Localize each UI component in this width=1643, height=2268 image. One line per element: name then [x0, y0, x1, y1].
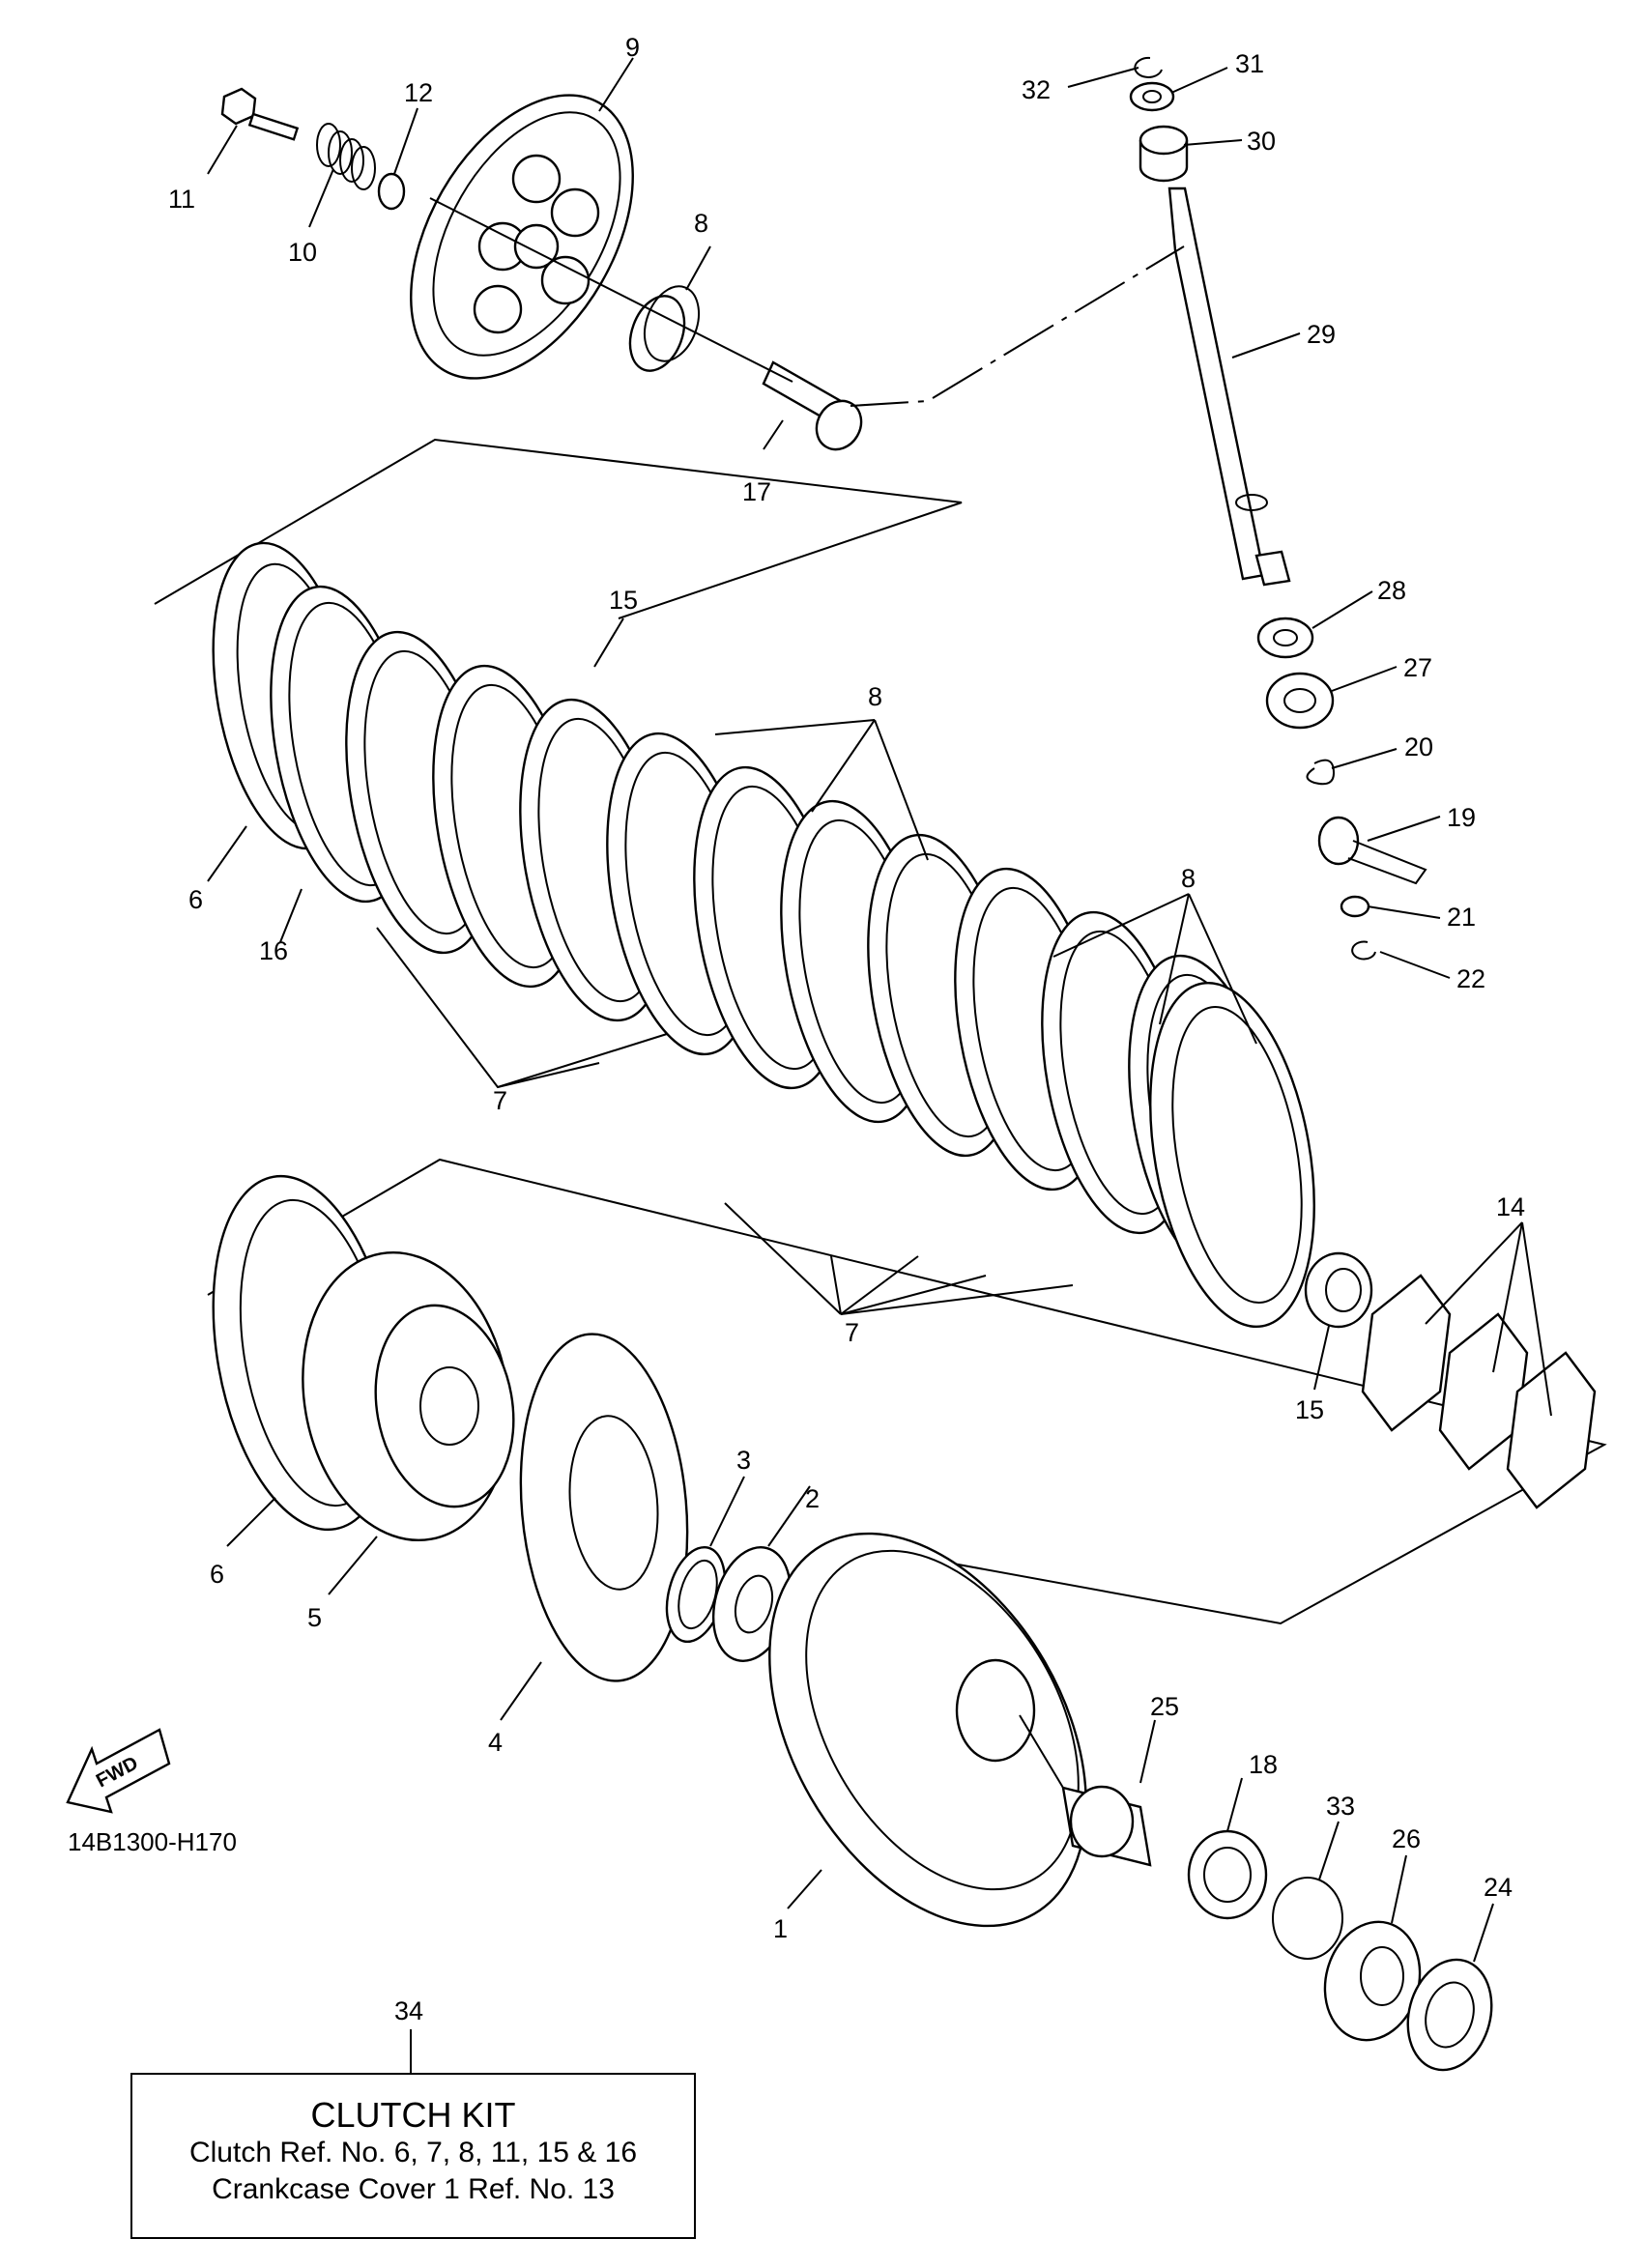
part-22-washer [1340, 895, 1370, 918]
callout-8-right: 8 [1181, 864, 1196, 893]
clutch-kit-box: CLUTCH KIT Clutch Ref. No. 6, 7, 8, 11, … [130, 2073, 696, 2239]
callout-28: 28 [1377, 576, 1406, 605]
part-33-circlip [1272, 1877, 1343, 1960]
callout-22: 21 [1447, 903, 1476, 932]
part-29-shaft [1167, 187, 1291, 587]
part-15-last-plate [1149, 981, 1315, 1329]
callout-31: 31 [1235, 49, 1264, 78]
callout-27: 27 [1403, 653, 1432, 682]
part-12-bolt [220, 87, 300, 141]
callout-12: 11 [168, 185, 195, 214]
part-28-bearing [1256, 617, 1314, 659]
callout-1: 1 [773, 1914, 788, 1943]
callout-17: 15 [1295, 1395, 1324, 1424]
part-32-clip [1134, 56, 1163, 78]
part-24-washer [1406, 1958, 1493, 2072]
part-23-clip [1351, 940, 1376, 961]
callout-19: 17 [742, 477, 771, 506]
part-10-bearing [628, 285, 701, 372]
callout-6-lower: 6 [210, 1560, 224, 1589]
callout-10: 8 [694, 209, 708, 238]
part-9-pressure-plate [410, 94, 634, 380]
part-18-needle-bearing [1187, 1829, 1268, 1920]
callout-33: 33 [1326, 1792, 1355, 1821]
callout-25: 25 [1150, 1692, 1179, 1721]
figure-code: 14B1300-H170 [68, 1827, 237, 1856]
part-19-push-rod [762, 360, 863, 451]
callout-4: 4 [488, 1728, 503, 1757]
part-13-washer [377, 172, 406, 211]
callout-7-lower: 7 [845, 1318, 859, 1347]
callout-20: 19 [1447, 803, 1476, 832]
kit-line-1: Clutch Ref. No. 6, 7, 8, 11, 15 & 16 [188, 2137, 638, 2168]
callout-15: 15 [609, 586, 638, 615]
part-4-pressure-plate-2 [519, 1333, 689, 1682]
fwd-arrow-icon: FWD [66, 1728, 171, 1814]
part-14-lock-washers [1361, 1274, 1597, 1509]
part-1-clutch-housing [768, 1532, 1087, 1928]
callout-30: 30 [1247, 127, 1276, 156]
part-25-spacer [1061, 1785, 1152, 1867]
callout-3: 3 [736, 1446, 751, 1475]
callout-26: 26 [1392, 1824, 1421, 1853]
callout-21: 20 [1404, 732, 1433, 761]
callout-34: 34 [394, 1996, 423, 2025]
plate-stack [345, 630, 1279, 1278]
callout-23: 22 [1456, 964, 1485, 993]
part-17-nut [1304, 1251, 1373, 1329]
callout-9: 9 [625, 33, 640, 62]
callout-24: 24 [1484, 1873, 1513, 1902]
callout-29: 29 [1307, 320, 1336, 349]
part-21-spring [1306, 759, 1336, 786]
callout-5: 5 [307, 1603, 322, 1632]
callout-16: 16 [259, 936, 288, 965]
callout-8-upper: 8 [868, 682, 882, 711]
callout-13: 12 [404, 78, 433, 107]
part-5-clutch-boss [302, 1250, 515, 1542]
part-20-lever [1317, 816, 1427, 885]
callout-11: 10 [288, 238, 317, 267]
callout-labels: 9 12 11 10 8 17 32 31 30 29 28 27 20 19 … [168, 33, 1525, 2025]
part-30-collar [1139, 125, 1189, 183]
part-31-washer [1129, 81, 1175, 112]
callout-7-upper: 7 [493, 1086, 507, 1115]
callout-18: 18 [1249, 1750, 1278, 1779]
callout-6-upper: 6 [188, 885, 203, 914]
kit-title: CLUTCH KIT [310, 2095, 516, 2135]
part-3-washer [665, 1545, 727, 1644]
kit-line-2: Crankcase Cover 1 Ref. No. 13 [212, 2173, 615, 2205]
callout-leaders [207, 57, 1494, 1963]
part-27-bearing [1265, 672, 1335, 730]
callout-32: 32 [1022, 75, 1051, 104]
callout-14: 14 [1496, 1192, 1525, 1221]
part-11-spring [316, 123, 376, 190]
callout-2: 2 [805, 1484, 820, 1513]
